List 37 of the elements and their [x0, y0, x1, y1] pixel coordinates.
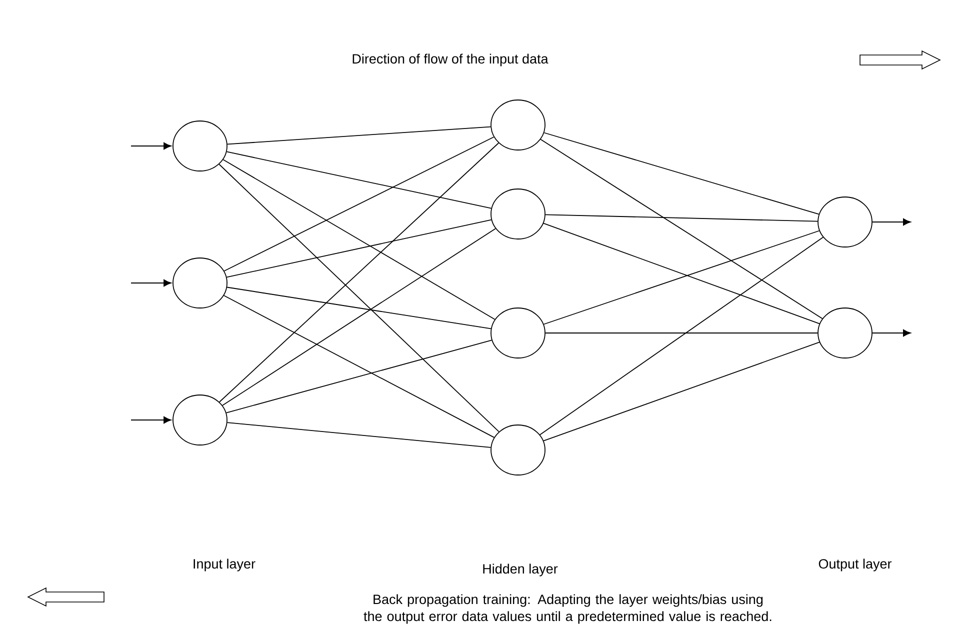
connection-line: [226, 151, 492, 209]
connection-line: [222, 228, 496, 406]
arrow: [872, 218, 911, 226]
note-text: Back propagation training: Adapting the layer weights/bias using the output error data values until a predetermined value is reached.: [364, 594, 772, 624]
connection-line: [223, 295, 495, 438]
connection-line: [545, 332, 818, 334]
connection-line: [222, 159, 496, 320]
arrow: [130, 279, 172, 287]
layer-label: Hidden layer: [483, 564, 558, 576]
connection-line: [540, 236, 824, 436]
heading-text: Direction of flow of the input data: [352, 54, 548, 66]
neuron-circle: [172, 258, 228, 308]
connection-line: [545, 214, 818, 222]
neuron-circle: [490, 188, 546, 240]
neuron-circle: [172, 394, 228, 446]
arrow: [130, 142, 172, 150]
layer-label: Input layer: [194, 558, 256, 572]
connection-line: [543, 342, 820, 442]
connection-line: [540, 138, 823, 320]
connection-line: [218, 142, 500, 402]
connection-line: [226, 126, 492, 145]
layer-label: Output layer: [818, 558, 892, 572]
neuron-circle: [490, 424, 546, 476]
neuron-circle: [490, 308, 546, 358]
connection-line: [224, 136, 494, 272]
neuron-circle: [172, 120, 228, 172]
connection-line: [226, 286, 492, 330]
arrow: [130, 416, 172, 424]
connection-line: [544, 132, 820, 215]
neuron-circle: [490, 100, 546, 150]
neuron-circle: [818, 308, 872, 358]
connection-line: [218, 164, 500, 432]
connection-line: [226, 340, 492, 414]
connection-line: [226, 422, 492, 448]
neuron-circle: [818, 196, 872, 248]
arrow: [872, 329, 911, 337]
connection-line: [226, 219, 492, 278]
